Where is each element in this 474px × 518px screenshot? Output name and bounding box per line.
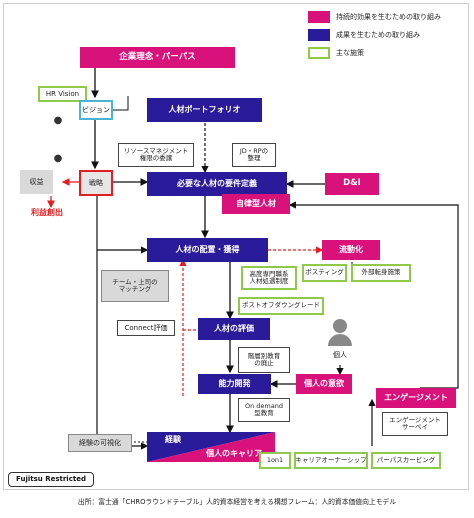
jd-rp-line2: 整理 bbox=[247, 154, 261, 162]
requirements-box: 必要な人材の要件定義 bbox=[147, 172, 287, 196]
visualize-box: 経験の可視化 bbox=[68, 434, 132, 452]
legend-green-label: 主な施策 bbox=[336, 49, 364, 57]
legend-navy-label: 成果を生むための取り組み bbox=[336, 31, 420, 39]
people-icon-1: ● bbox=[53, 115, 63, 127]
survey-line1: エンゲージメント bbox=[389, 415, 441, 424]
one-on-one-box: 1on1 bbox=[259, 452, 291, 469]
specialist-box: 高度専門職系 人材処遇制度 bbox=[241, 266, 297, 290]
specialist-line2: 人材処遇制度 bbox=[249, 277, 289, 285]
purpose-carving-box: パーパスカービング bbox=[371, 452, 441, 469]
team-matching-line2: マッチング bbox=[118, 285, 152, 293]
revenue-box: 収益 bbox=[20, 170, 53, 194]
posting-box: ポスティング bbox=[302, 264, 347, 282]
legend-navy-swatch bbox=[308, 29, 330, 41]
specialist-line1: 高度専門職系 bbox=[249, 269, 289, 278]
career-label: 個人のキャリア bbox=[206, 449, 262, 459]
survey-box: エンゲージメント サーベイ bbox=[382, 412, 448, 436]
jd-rp-box: JD・RPの 整理 bbox=[232, 143, 276, 167]
dni-box: D&I bbox=[325, 173, 379, 195]
profit-label: 利益創出 bbox=[31, 208, 63, 218]
connect-eval-box: Connect評価 bbox=[117, 320, 175, 336]
on-demand-line1: On demand bbox=[245, 401, 283, 410]
people-icon-2: ● bbox=[53, 153, 63, 165]
experience-career-block: 経験 個人のキャリア bbox=[147, 432, 275, 462]
person-icon-head bbox=[333, 318, 347, 333]
capability-box: 能力開発 bbox=[198, 374, 271, 394]
external-box: 外部転身施策 bbox=[351, 264, 411, 282]
jd-rp-line1: JD・RPの bbox=[239, 146, 269, 155]
purpose-box: 企業理念・パーパス bbox=[80, 47, 235, 68]
motivation-box: 個人の意欲 bbox=[296, 374, 352, 394]
on-demand-line2: 型教育 bbox=[254, 409, 274, 417]
legend-pink-swatch bbox=[308, 11, 330, 23]
individual-label: 個人 bbox=[333, 350, 347, 359]
legend-green-swatch bbox=[308, 47, 330, 59]
survey-line2: サーベイ bbox=[402, 423, 428, 431]
legend-pink-label: 持続的効果を生むための取り組み bbox=[336, 13, 441, 21]
placement-box: 人材の配置・獲得 bbox=[147, 238, 268, 262]
abolish-line1: 階層別教育 bbox=[247, 351, 281, 360]
person-icon bbox=[326, 317, 354, 347]
engagement-box: エンゲージメント bbox=[376, 388, 456, 408]
abolish-line2: の廃止 bbox=[254, 359, 274, 367]
career-owner-box: キャリアオーナーシップ bbox=[294, 452, 368, 469]
diagram-frame bbox=[3, 3, 469, 490]
team-matching-line1: チーム・上司の bbox=[112, 277, 158, 286]
hr-vision-box: HR Vision bbox=[38, 86, 87, 102]
evaluation-box: 人材の評価 bbox=[198, 318, 270, 340]
mobility-box: 流動化 bbox=[322, 240, 380, 260]
post-off-box: ポストオフダウングレード bbox=[238, 297, 324, 315]
strategy-box: 戦略 bbox=[79, 170, 113, 196]
on-demand-box: On demand 型教育 bbox=[238, 398, 290, 422]
resource-mgmt-box: リソースマネジメント 権限の委譲 bbox=[118, 143, 194, 167]
abolish-box: 階層別教育 の廃止 bbox=[238, 347, 290, 373]
autonomous-box: 自律型人材 bbox=[222, 194, 290, 214]
person-icon-body bbox=[328, 333, 352, 346]
experience-career-shape bbox=[147, 432, 275, 462]
resource-mgmt-line2: 権限の委譲 bbox=[139, 154, 173, 162]
experience-label: 経験 bbox=[165, 435, 181, 445]
resource-mgmt-line1: リソースマネジメント bbox=[123, 146, 189, 155]
team-matching-box: チーム・上司の マッチング bbox=[101, 270, 169, 302]
portfolio-box: 人材ポートフォリオ bbox=[147, 98, 262, 122]
vision-box: ビジョン bbox=[79, 100, 113, 120]
source-caption: 出所：富士通「CHROラウンドテーブル」人的資本経営を考える構想フレーム：人的資… bbox=[77, 498, 397, 507]
restricted-badge: Fujitsu Restricted bbox=[8, 472, 94, 487]
